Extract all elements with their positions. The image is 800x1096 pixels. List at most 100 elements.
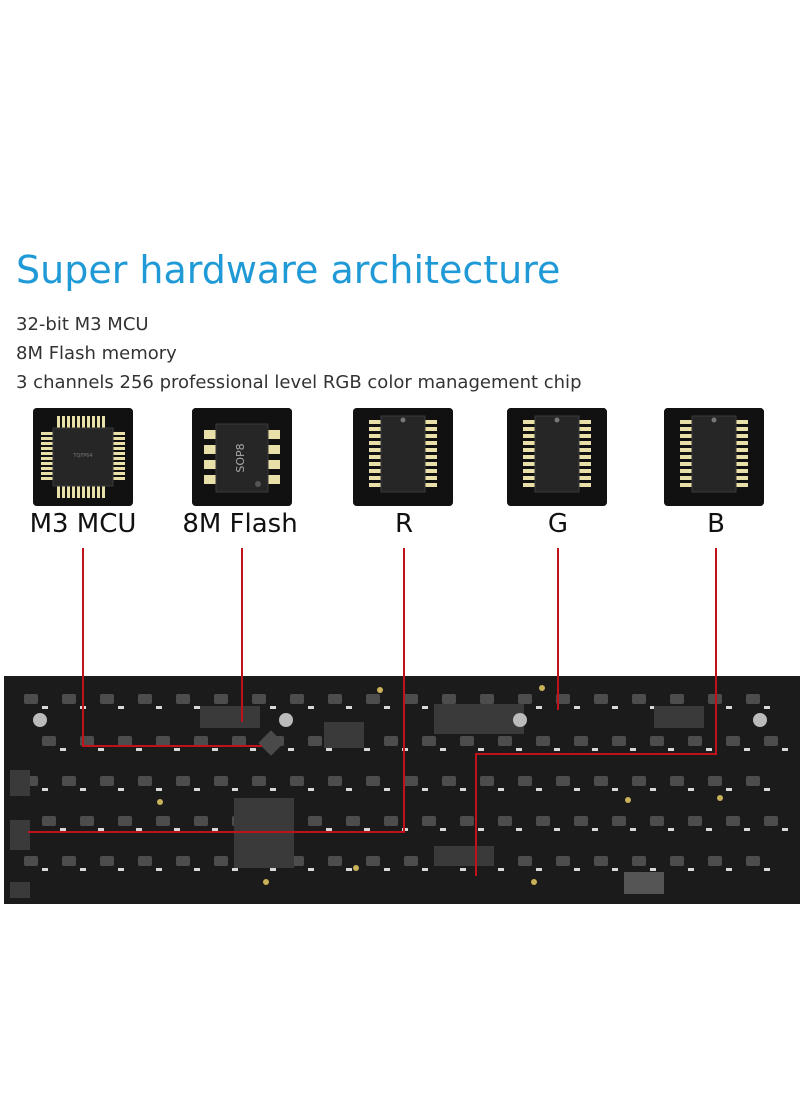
led-footprint xyxy=(668,828,674,831)
led-footprint xyxy=(326,748,332,751)
switch-footprint xyxy=(518,694,532,704)
switch-footprint xyxy=(708,776,722,786)
switch-footprint xyxy=(24,856,38,866)
switch-footprint xyxy=(746,856,760,866)
led-footprint xyxy=(554,748,560,751)
switch-footprint xyxy=(156,736,170,746)
led-footprint xyxy=(384,706,390,709)
switch-footprint xyxy=(422,816,436,826)
switch-footprint xyxy=(24,694,38,704)
switch-footprint xyxy=(422,736,436,746)
led-footprint xyxy=(650,788,656,791)
led-footprint xyxy=(270,706,276,709)
switch-footprint xyxy=(460,816,474,826)
chip-label-r: R xyxy=(394,509,414,539)
led-footprint xyxy=(536,788,542,791)
switch-footprint xyxy=(214,776,228,786)
switch-footprint xyxy=(290,776,304,786)
chip-label-flash: 8M Flash xyxy=(182,509,298,539)
chip-marking: TQFP64 xyxy=(72,453,92,459)
led-footprint xyxy=(346,868,352,871)
switch-footprint xyxy=(726,816,740,826)
switch-footprint xyxy=(176,776,190,786)
led-footprint xyxy=(80,706,86,709)
led-footprint xyxy=(688,788,694,791)
switch-footprint xyxy=(156,816,170,826)
switch-footprint xyxy=(404,856,418,866)
switch-footprint xyxy=(176,856,190,866)
ssop-chip-icon xyxy=(664,408,764,506)
led-footprint xyxy=(308,868,314,871)
led-footprint xyxy=(42,706,48,709)
switch-footprint xyxy=(670,856,684,866)
switch-footprint xyxy=(746,694,760,704)
switch-footprint xyxy=(632,776,646,786)
led-footprint xyxy=(782,748,788,751)
switch-footprint xyxy=(138,856,152,866)
led-footprint xyxy=(118,788,124,791)
switch-footprint xyxy=(612,736,626,746)
pcb-board-image xyxy=(4,676,800,904)
switch-footprint xyxy=(498,816,512,826)
led-footprint xyxy=(422,788,428,791)
led-footprint xyxy=(174,828,180,831)
led-footprint xyxy=(726,868,732,871)
switch-footprint xyxy=(138,694,152,704)
led-footprint xyxy=(270,788,276,791)
chip-label-mcu: M3 MCU xyxy=(29,509,137,539)
chip-label-g: G xyxy=(547,509,569,539)
led-footprint xyxy=(744,828,750,831)
switch-footprint xyxy=(518,776,532,786)
led-footprint xyxy=(688,868,694,871)
led-footprint xyxy=(440,748,446,751)
switch-footprint xyxy=(214,856,228,866)
switch-footprint xyxy=(404,776,418,786)
led-footprint xyxy=(384,788,390,791)
switch-footprint xyxy=(556,694,570,704)
switch-footprint xyxy=(308,736,322,746)
led-footprint xyxy=(156,706,162,709)
switch-footprint xyxy=(194,736,208,746)
led-footprint xyxy=(80,868,86,871)
led-footprint xyxy=(80,788,86,791)
switch-footprint xyxy=(594,776,608,786)
led-footprint xyxy=(270,868,276,871)
led-footprint xyxy=(706,748,712,751)
switch-footprint xyxy=(632,694,646,704)
switch-footprint xyxy=(480,776,494,786)
led-footprint xyxy=(308,788,314,791)
led-footprint xyxy=(194,788,200,791)
switch-footprint xyxy=(536,736,550,746)
switch-footprint xyxy=(138,776,152,786)
switch-footprint xyxy=(632,856,646,866)
led-footprint xyxy=(478,748,484,751)
switch-footprint xyxy=(62,776,76,786)
led-footprint xyxy=(536,868,542,871)
switch-footprint xyxy=(556,776,570,786)
switch-footprint xyxy=(726,736,740,746)
led-footprint xyxy=(764,788,770,791)
page-title: Super hardware architecture xyxy=(16,248,561,292)
led-footprint xyxy=(402,828,408,831)
switch-footprint xyxy=(612,816,626,826)
switch-footprint xyxy=(232,736,246,746)
switch-footprint xyxy=(764,816,778,826)
switch-footprint xyxy=(328,776,342,786)
led-footprint xyxy=(440,828,446,831)
switch-footprint xyxy=(42,736,56,746)
led-footprint xyxy=(42,788,48,791)
switch-footprint xyxy=(498,736,512,746)
switch-footprint xyxy=(708,694,722,704)
switch-footprint xyxy=(480,694,494,704)
led-footprint xyxy=(726,706,732,709)
led-footprint xyxy=(536,706,542,709)
switch-footprint xyxy=(670,694,684,704)
switch-footprint xyxy=(442,694,456,704)
switch-footprint xyxy=(42,816,56,826)
sop8-chip-icon: SOP8 xyxy=(192,408,292,506)
led-footprint xyxy=(308,706,314,709)
switch-footprint xyxy=(650,736,664,746)
led-footprint xyxy=(478,828,484,831)
switch-footprint xyxy=(556,856,570,866)
